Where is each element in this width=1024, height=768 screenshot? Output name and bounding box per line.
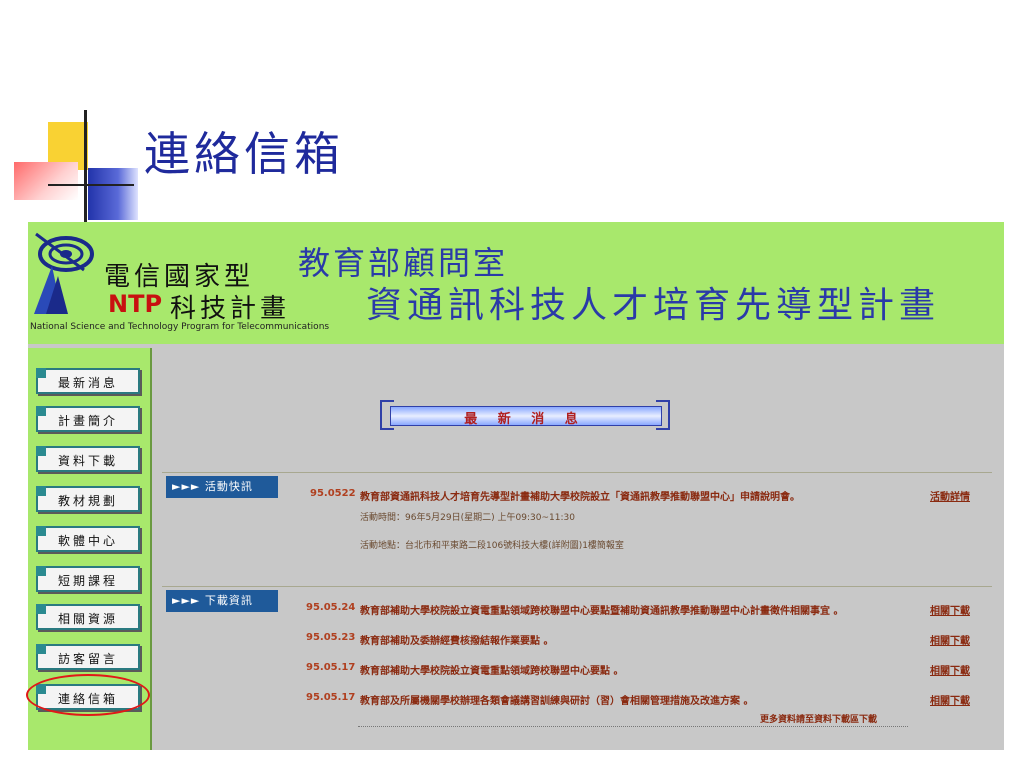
slide-decoration-blue bbox=[88, 168, 138, 220]
sidebar-item-resources[interactable]: 相關資源 bbox=[36, 604, 140, 630]
download-item[interactable]: 教育部補助及委辦經費核撥結報作業要點 。 bbox=[360, 636, 554, 647]
section-tag-downloads: ►►► 下載資訊 bbox=[166, 590, 278, 612]
divider bbox=[162, 472, 992, 473]
event-location: 活動地點：台北市和平東路二段106號科技大樓(詳附圖)1樓簡報室 bbox=[360, 541, 624, 551]
sidebar-item-short-courses[interactable]: 短期課程 bbox=[36, 566, 140, 592]
download-date: 95.05.17 bbox=[306, 692, 356, 703]
event-item[interactable]: 教育部資通訊科技人才培育先導型計畫補助大學校院設立「資通訊教學推動聯盟中心」申請… bbox=[360, 492, 800, 503]
slide-decoration-line bbox=[84, 110, 87, 226]
news-title: 最 新 消 息 bbox=[464, 412, 586, 427]
sidebar-item-software-center[interactable]: 軟體中心 bbox=[36, 526, 140, 552]
download-link[interactable]: 相關下載 bbox=[930, 666, 970, 677]
logo-text-line2: 科技計畫 bbox=[170, 294, 291, 324]
logo-english-text: National Science and Technology Program … bbox=[30, 322, 330, 332]
highlight-circle bbox=[26, 674, 150, 716]
news-title-box: 最 新 消 息 bbox=[380, 398, 670, 432]
event-time: 活動時間：96年5月29日(星期二) 上午09:30~11:30 bbox=[360, 513, 575, 523]
download-link[interactable]: 相關下載 bbox=[930, 606, 970, 617]
download-item[interactable]: 教育部及所屬機關學校辦理各類會議講習訓練與研討（習）會相關管理措施及改進方案 。 bbox=[360, 696, 754, 707]
download-link[interactable]: 相關下載 bbox=[930, 636, 970, 647]
banner-title-line2: 資通訊科技人才培育先導型計畫 bbox=[366, 285, 941, 326]
banner-title-line1: 教育部顧問室 bbox=[298, 244, 509, 282]
bracket-decoration bbox=[656, 400, 670, 430]
sidebar-nav: 最新消息 計畫簡介 資料下載 教材規劃 軟體中心 短期課程 相關資源 訪客留言 … bbox=[26, 348, 152, 750]
ntp-logo-icon bbox=[34, 232, 94, 314]
event-detail-link[interactable]: 活動詳情 bbox=[930, 492, 970, 503]
logo-text-line1: 電信國家型 bbox=[104, 262, 255, 292]
slide-title: 連絡信箱 bbox=[144, 127, 344, 181]
sidebar-item-latest-news[interactable]: 最新消息 bbox=[36, 368, 140, 394]
more-dotted-line bbox=[358, 716, 908, 727]
download-date: 95.05.17 bbox=[306, 662, 356, 673]
event-date: 95.0522 bbox=[310, 488, 356, 499]
download-date: 95.05.24 bbox=[306, 602, 356, 613]
sidebar-item-materials[interactable]: 教材規劃 bbox=[36, 486, 140, 512]
slide-decoration-line bbox=[48, 184, 134, 186]
sidebar-item-guestbook[interactable]: 訪客留言 bbox=[36, 644, 140, 670]
logo-ntp: NTP bbox=[108, 290, 163, 318]
section-tag-events: ►►► 活動快訊 bbox=[166, 476, 278, 498]
news-title-bar bbox=[390, 406, 662, 426]
slide-decoration-red bbox=[14, 162, 78, 200]
more-downloads-link[interactable]: 更多資料請至資料下載區下載 bbox=[760, 715, 878, 725]
download-item[interactable]: 教育部補助大學校院設立資電重點領域跨校聯盟中心要點暨補助資通訊教學推動聯盟中心計… bbox=[360, 606, 844, 617]
main-content: 最 新 消 息 ►►► 活動快訊 95.0522 教育部資通訊科技人才培育先導型… bbox=[152, 348, 1004, 750]
sidebar-item-downloads[interactable]: 資料下載 bbox=[36, 446, 140, 472]
sidebar-item-project-intro[interactable]: 計畫簡介 bbox=[36, 406, 140, 432]
site-banner: 電信國家型 NTP 科技計畫 National Science and Tech… bbox=[28, 222, 1004, 344]
website-screenshot: 電信國家型 NTP 科技計畫 National Science and Tech… bbox=[26, 222, 1004, 750]
download-item[interactable]: 教育部補助大學校院設立資電重點領域跨校聯盟中心要點 。 bbox=[360, 666, 624, 677]
download-date: 95.05.23 bbox=[306, 632, 356, 643]
divider bbox=[162, 586, 992, 587]
bracket-decoration bbox=[380, 400, 394, 430]
download-link[interactable]: 相關下載 bbox=[930, 696, 970, 707]
